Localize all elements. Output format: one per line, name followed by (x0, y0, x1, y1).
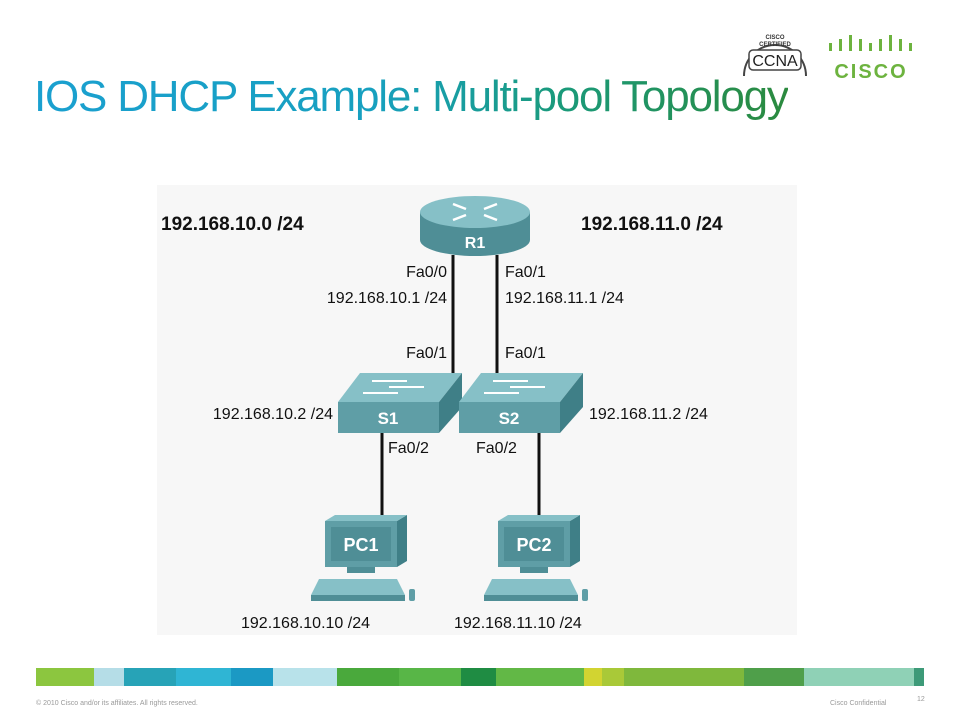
r1-fa01-ip-label: 192.168.11.1 /24 (505, 290, 624, 307)
network-left-label: 192.168.10.0 /24 (161, 214, 304, 235)
s2-fa02-label: Fa0/2 (476, 440, 517, 457)
color-bar-segment (231, 668, 273, 686)
color-bar-segment (461, 668, 496, 686)
color-bar-segment (804, 668, 914, 686)
cisco-logo: CISCO (829, 35, 912, 82)
pc2: PC2 (484, 515, 588, 601)
router-label: R1 (465, 235, 486, 252)
switch-s2-label: S2 (499, 409, 520, 428)
topology-diagram: R1 S1 S2 PC1 (157, 185, 797, 635)
r1-fa00-label: Fa0/0 (406, 264, 447, 281)
switch-s1-arrows-icon (363, 380, 424, 394)
page-number: 12 (917, 696, 925, 703)
ccna-badge: CISCO CERTIFIED CCNA (743, 35, 807, 77)
switch-s2-arrows-icon (484, 380, 545, 394)
pc1-label: PC1 (343, 535, 378, 555)
color-bar-segment (399, 668, 461, 686)
s1-ip-label: 192.168.10.2 /24 (213, 406, 333, 423)
r1-fa01-label: Fa0/1 (505, 264, 546, 281)
s2-ip-label: 192.168.11.2 /24 (589, 406, 708, 423)
switch-s1-label: S1 (378, 409, 399, 428)
router-arrows-icon (452, 202, 498, 222)
router-r1: R1 (420, 196, 530, 256)
s2-fa01-label: Fa0/1 (505, 345, 546, 362)
footer-color-bar (36, 668, 924, 686)
switch-s1: S1 (338, 373, 462, 433)
pc1: PC1 (311, 515, 415, 601)
s1-fa02-label: Fa0/2 (388, 440, 429, 457)
color-bar-segment (914, 668, 924, 686)
ccna-certified-text: CERTIFIED (759, 42, 791, 48)
color-bar-segment (584, 668, 602, 686)
ccna-text: CCNA (752, 53, 798, 70)
s1-fa01-label: Fa0/1 (406, 345, 447, 362)
r1-fa00-ip-label: 192.168.10.1 /24 (327, 290, 447, 307)
pc2-ip-label: 192.168.11.10 /24 (454, 615, 582, 632)
color-bar-segment (744, 668, 804, 686)
color-bar-segment (602, 668, 624, 686)
color-bar-segment (124, 668, 176, 686)
color-bar-segment (36, 668, 94, 686)
pc1-ip-label: 192.168.10.10 /24 (241, 615, 370, 632)
switch-s2: S2 (459, 373, 583, 433)
cisco-wordmark: CISCO (834, 61, 907, 82)
ccna-cisco-text: CISCO (765, 35, 784, 41)
color-bar-segment (176, 668, 231, 686)
confidential-text: Cisco Confidential (830, 700, 887, 707)
color-bar-segment (624, 668, 744, 686)
pc2-label: PC2 (516, 535, 551, 555)
color-bar-segment (273, 668, 337, 686)
color-bar-segment (496, 668, 584, 686)
copyright-text: © 2010 Cisco and/or its affiliates. All … (36, 700, 198, 707)
color-bar-segment (337, 668, 399, 686)
network-right-label: 192.168.11.0 /24 (581, 214, 723, 235)
color-bar-segment (94, 668, 124, 686)
slide-title: IOS DHCP Example: Multi-pool Topology (34, 72, 789, 121)
